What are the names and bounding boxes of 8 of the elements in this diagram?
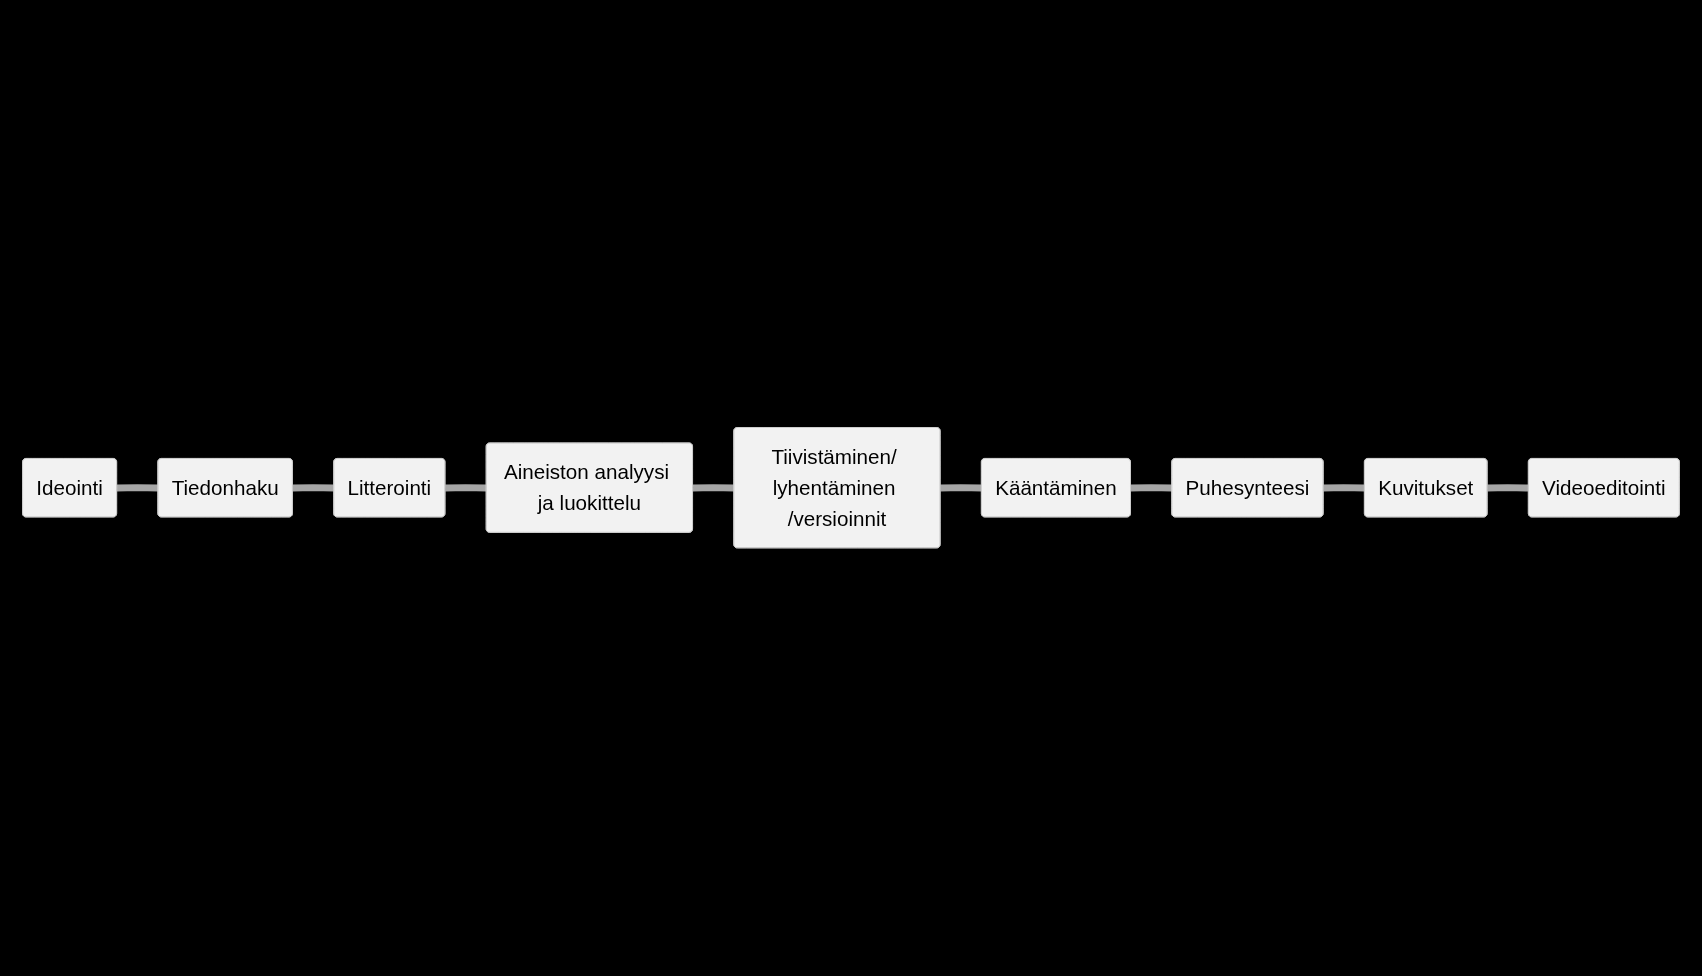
connector [940, 484, 982, 492]
connector [692, 484, 735, 492]
connector [1487, 484, 1529, 492]
connector [1323, 484, 1365, 492]
connector [292, 484, 335, 492]
connector [1130, 484, 1173, 492]
connector [116, 484, 159, 492]
connector [445, 484, 487, 492]
